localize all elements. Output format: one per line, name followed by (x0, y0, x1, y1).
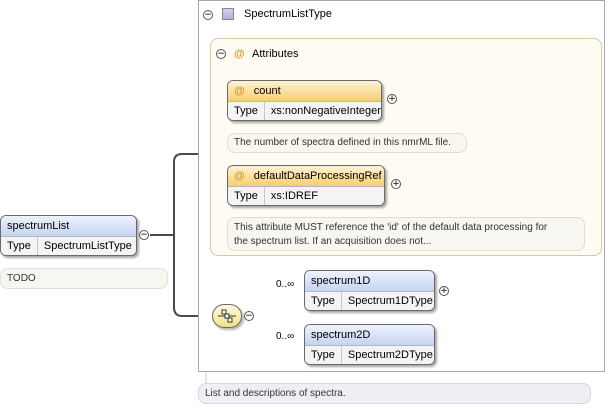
root-collapse-icon[interactable]: − (139, 230, 149, 240)
spectrum1d-expand-icon[interactable]: + (439, 286, 449, 296)
attribute-ddpr-type-row: Type xs:IDREF (228, 186, 384, 205)
root-element-name: spectrumList (1, 216, 136, 236)
attribute-ddpr-type-label: Type (228, 187, 265, 205)
attribute-count[interactable]: @ count Type xs:nonNegativeInteger (227, 80, 382, 121)
attribute-ddpr-at-icon: @ (234, 170, 245, 182)
complex-type-name: SpectrumListType (244, 8, 333, 20)
attributes-collapse-icon[interactable]: − (216, 49, 226, 59)
spectrum2d-type-row: Type Spectrum2DType (305, 345, 434, 364)
attribute-ddpr-expand-icon[interactable]: + (391, 179, 401, 189)
attribute-ddpr-annotation: This attribute MUST reference the 'id' o… (227, 217, 585, 251)
attribute-count-annotation: The number of spectra defined in this nm… (227, 133, 467, 153)
attribute-ddpr-annotation-line2: the spectrum list. If an acquisition doe… (234, 236, 432, 247)
type-collapse-icon[interactable]: − (203, 10, 213, 20)
element-spectrum2d[interactable]: spectrum2D Type Spectrum2DType (304, 324, 435, 365)
sequence-compositor-icon[interactable] (212, 304, 242, 328)
attribute-count-type-value: xs:nonNegativeInteger (270, 105, 381, 117)
attribute-count-at-icon: @ (234, 85, 245, 97)
complex-type-icon (222, 8, 234, 20)
connector-type-trunk (173, 153, 213, 317)
attribute-count-name: count (253, 85, 281, 97)
sequence-glyph-icon (218, 309, 236, 323)
attribute-ddpr-header: @ defaultDataProcessingRef (228, 166, 384, 186)
root-type-label: Type (1, 237, 38, 255)
sequence-collapse-icon[interactable]: − (244, 311, 254, 321)
spectrum1d-name: spectrum1D (305, 271, 434, 291)
root-element-type-row: Type SpectrumListType (1, 236, 136, 255)
root-type-value: SpectrumListType (43, 240, 132, 252)
spectrum2d-name: spectrum2D (305, 325, 434, 345)
attribute-defaultdataprocessingref[interactable]: @ defaultDataProcessingRef Type xs:IDREF (227, 165, 385, 206)
attributes-title: Attributes (252, 48, 299, 60)
attribute-ddpr-annotation-line1: This attribute MUST reference the 'id' o… (234, 222, 548, 233)
spectrum1d-type-label: Type (305, 292, 342, 310)
attribute-count-type-label: Type (228, 102, 265, 120)
attribute-count-expand-icon[interactable]: + (387, 94, 397, 104)
spectrum1d-type-row: Type Spectrum1DType (305, 291, 434, 310)
spectrum2d-cardinality: 0..∞ (276, 331, 295, 342)
complex-type-annotation: List and descriptions of spectra. (198, 383, 591, 404)
spectrum2d-type-value: Spectrum2DType (347, 349, 433, 361)
attribute-ddpr-name: defaultDataProcessingRef (253, 170, 382, 182)
attribute-ddpr-type-value: xs:IDREF (270, 190, 318, 202)
attribute-count-header: @ count (228, 81, 381, 101)
attribute-count-type-row: Type xs:nonNegativeInteger (228, 101, 381, 120)
root-annotation: TODO (0, 268, 168, 289)
spectrum2d-type-label: Type (305, 346, 342, 364)
attributes-at-icon: @ (234, 48, 245, 60)
spectrum1d-cardinality: 0..∞ (276, 279, 295, 290)
spectrum1d-type-value: Spectrum1DType (347, 295, 433, 307)
element-spectrum1d[interactable]: spectrum1D Type Spectrum1DType (304, 270, 435, 311)
root-element-spectrumlist[interactable]: spectrumList Type SpectrumListType (0, 215, 137, 256)
